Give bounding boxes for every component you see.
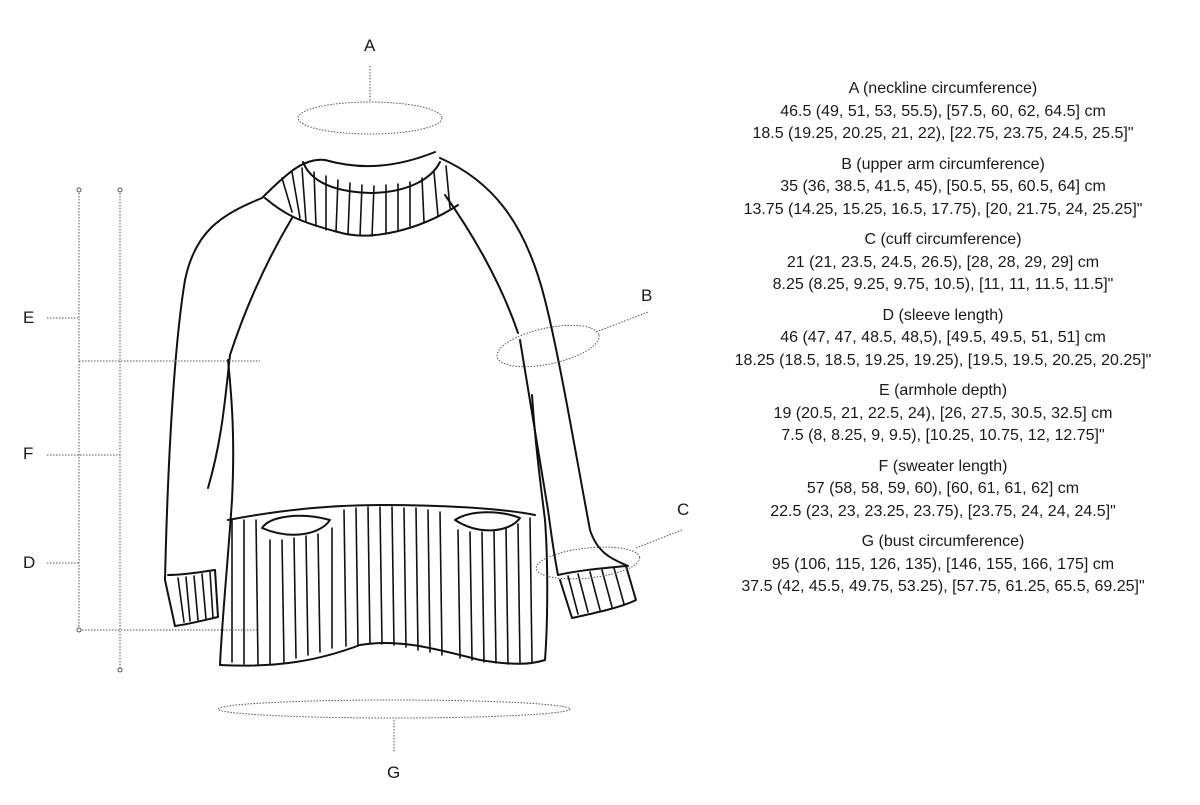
measurement-cm: 95 (106, 115, 126, 135), [146, 155, 166,… [771,555,1115,573]
measurement-cm: 35 (36, 38.5, 41.5, 45), [50.5, 55, 60.5… [780,178,1106,195]
measurement-in: 7.5 (8, 8.25, 9, 9.5), [10.25, 10.75, 12… [781,427,1105,444]
sweater-drawing [47,66,683,753]
leader-c [635,529,683,549]
measurement-cm: 21 (21, 23.5, 24.5, 26.5), [28, 28, 29, … [786,253,1100,271]
label-f: F [23,444,34,463]
bust-ellipse-g [217,699,571,719]
measurement-heading: E (armhole depth) [878,382,1008,399]
measurement-in: 37.5 (42, 45.5, 49.75, 53.25), [57.75, 6… [741,578,1145,595]
measurement-cm: 46.5 (49, 51, 53, 55.5), [57.5, 60, 62, … [780,102,1106,120]
measurement-heading: B (upper arm circumference) [841,155,1045,173]
measurement-in: 8.25 (8.25, 9.25, 9.75, 10.5), [11, 11, … [772,276,1114,293]
measurement-cm: 46 (47, 47, 48.5, 48,5), [49.5, 49.5, 51… [780,329,1106,346]
leader-b [595,311,649,333]
measurement-in: 18.25 (18.5, 18.5, 19.25, 19.25), [19.5,… [734,351,1152,369]
label-d: D [23,553,36,572]
upper-arm-ellipse-b [496,324,600,368]
measurement-g: G (bust circumference) 95 (106, 115, 126… [700,531,1186,599]
measurement-heading: A (neckline circumference) [848,80,1038,97]
label-a: A [364,36,376,55]
measurement-in: 18.5 (19.25, 20.25, 21, 22), [22.75, 23.… [752,125,1134,142]
neckline-ellipse-a [297,101,443,135]
label-c: C [677,500,690,519]
measurement-b: B (upper arm circumference) 35 (36, 38.5… [700,154,1186,222]
measurement-heading: G (bust circumference) [861,533,1025,550]
measurement-heading: C (cuff circumference) [864,231,1022,248]
cuff-ellipse-c [535,546,641,580]
measurement-cm: 19 (20.5, 21, 22.5, 24), [26, 27.5, 30.5… [773,404,1113,422]
measurement-d: D (sleeve length) 46 (47, 47, 48.5, 48,5… [700,305,1186,373]
measurement-in: 13.75 (14.25, 15.25, 16.5, 17.75), [20, … [743,200,1143,218]
measurement-heading: F (sweater length) [878,457,1008,475]
measurement-heading: D (sleeve length) [882,306,1004,324]
measurement-a: A (neckline circumference) 46.5 (49, 51,… [700,78,1186,146]
sweater-schematic: A B C D E F G [23,36,690,782]
measurement-c: C (cuff circumference) 21 (21, 23.5, 24.… [700,229,1186,297]
sweater-outline [164,151,637,667]
vertical-guides [47,190,260,670]
label-g: G [387,763,401,782]
guide-endpoints [76,187,123,673]
measurement-in: 22.5 (23, 23, 23.25, 23.75), [23.75, 24,… [770,502,1116,520]
ribbing-strokes [177,165,625,665]
measurement-e: E (armhole depth) 19 (20.5, 21, 22.5, 24… [700,380,1186,448]
measurement-f: F (sweater length) 57 (58, 58, 59, 60), … [700,456,1186,524]
measurement-cm: 57 (58, 58, 59, 60), [60, 61, 61, 62] cm [806,480,1080,497]
label-b: B [641,286,653,305]
label-e: E [23,308,35,327]
measurement-list: A (neckline circumference) 46.5 (49, 51,… [700,78,1186,607]
